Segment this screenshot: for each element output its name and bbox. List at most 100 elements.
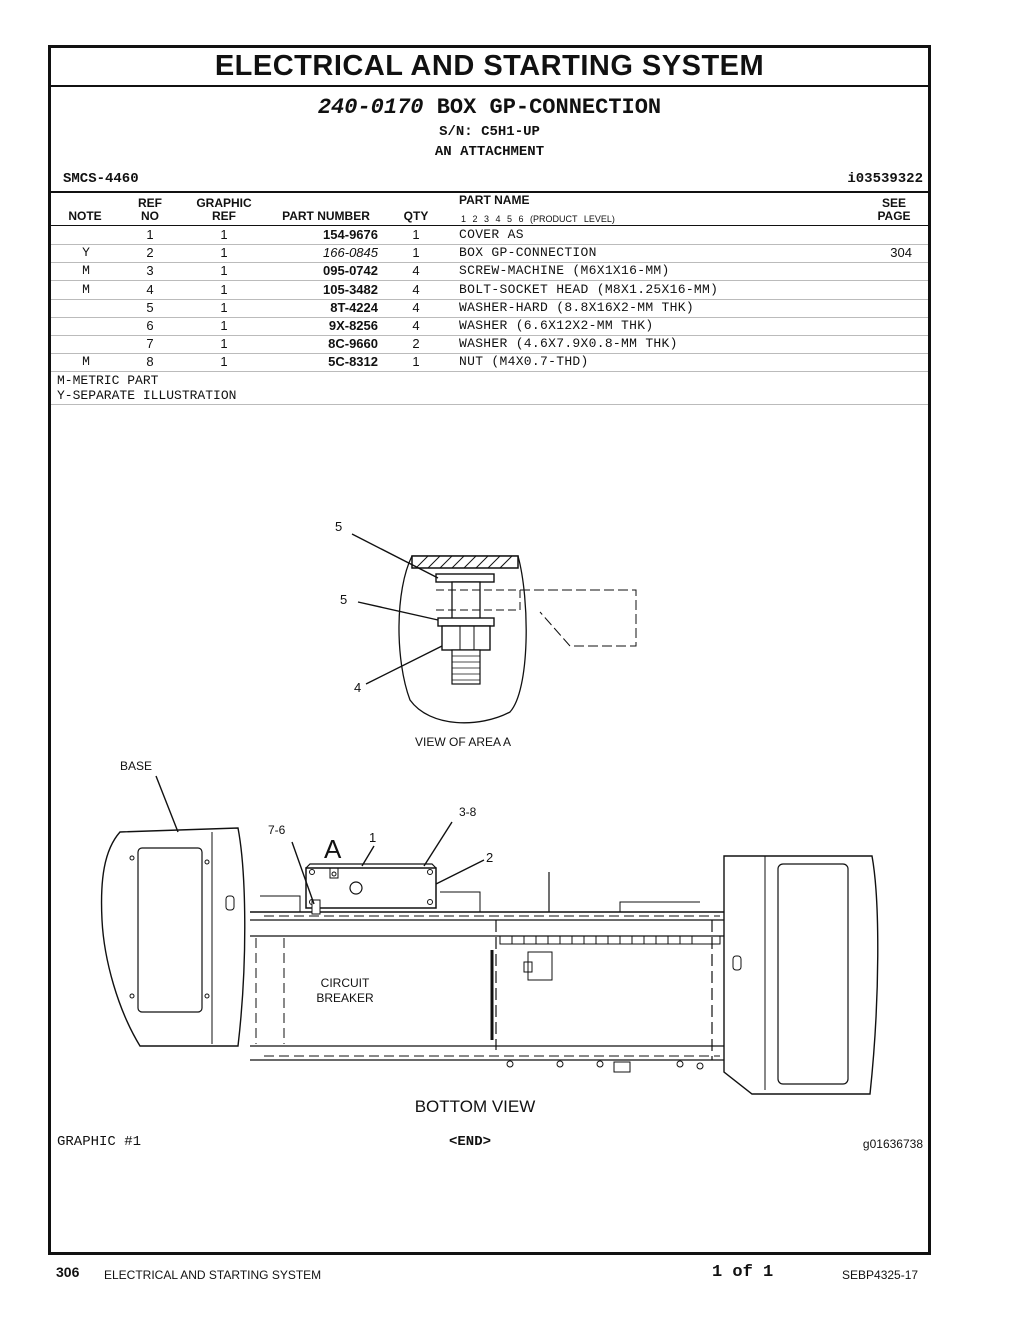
part-graphic-ref: 1 [220,354,228,370]
doc-identifier: i03539322 [847,171,923,187]
part-name: WASHER (6.6X12X2-MM THK) [459,318,654,333]
group-name: BOX GP-CONNECTION [436,95,662,120]
footer-pages: 1 of 1 [712,1263,774,1282]
table-row: 7 1 8C-9660 2 WASHER (4.6X7.9X0.8-MM THK) [51,335,928,355]
table-row: 6 1 9X-8256 4 WASHER (6.6X12X2-MM THK) [51,317,928,336]
view-area-label: VIEW OF AREA A [415,735,511,749]
part-number: 154-9676 [323,227,378,242]
part-name: WASHER (4.6X7.9X0.8-MM THK) [459,336,678,352]
part-qty: 1 [412,227,420,242]
legend-rule [51,404,928,405]
part-ref-no: 4 [146,281,154,297]
part-graphic-ref: 1 [220,281,228,297]
part-name: COVER AS [459,227,524,242]
part-qty: 2 [412,336,420,352]
part-ref-no: 5 [146,299,154,315]
detail-view-area-a: 5 5 4 VIEW OF AREA A [335,519,637,749]
col-see-1: SEE [881,196,906,210]
col-graphic-1: GRAPHIC [196,196,252,210]
col-ref-2: NO [141,209,159,223]
col-ref-1: REF [138,196,162,210]
part-number: 8C-9660 [328,336,378,352]
part-note: M [82,281,90,297]
part-number: 166-0845 [323,245,378,261]
part-qty: 1 [412,245,420,261]
table-row: M 8 1 5C-8312 1 NUT (M4X0.7-THD) [51,353,928,373]
table-row: Y 2 1 166-0845 1 BOX GP-CONNECTION 304 [51,244,928,264]
table-row: 5 1 8T-4224 4 WASHER-HARD (8.8X16X2-MM THK) [51,299,928,318]
part-ref-no: 2 [146,245,154,261]
group-part-number: 240-0170 [317,95,424,120]
serial-number: S/N: C5H1-UP [439,124,540,140]
legend-separate: Y-SEPARATE ILLUSTRATION [57,388,237,403]
part-graphic-ref: 1 [220,318,228,333]
table-row: 1 1 154-9676 1 COVER AS [51,226,928,245]
end-marker: <END> [449,1134,492,1150]
parts-illustration: 5 5 4 VIEW OF AREA A [100,519,879,1116]
footer-doc-number: SEBP4325-17 [842,1268,919,1282]
part-name: BOLT-SOCKET HEAD (M8X1.25X16-MM) [459,281,719,297]
section-title: ELECTRICAL AND STARTING SYSTEM [214,50,765,82]
footer-section: ELECTRICAL AND STARTING SYSTEM [104,1268,322,1282]
callout-7-6: 7-6 [268,823,286,837]
part-note: Y [82,245,90,261]
footer-page-number: 306 [56,1264,80,1280]
base-label: BASE [120,759,152,773]
part-ref-no: 8 [146,354,154,370]
part-graphic-ref: 1 [220,299,228,315]
part-qty: 1 [412,354,420,370]
part-graphic-ref: 1 [220,245,228,261]
part-number: 8T-4224 [330,299,378,315]
part-graphic-ref: 1 [220,336,228,352]
part-qty: 4 [412,263,420,279]
part-ref-no: 7 [146,336,154,352]
col-graphic-2: REF [212,209,236,223]
bottom-view: BASE 7-6 A 1 3-8 2 CIRCUIT BREAKER BOTTO… [100,759,879,1116]
bottom-view-label: BOTTOM VIEW [415,1097,536,1116]
part-number: 095-0742 [323,263,378,279]
callout-1: 1 [369,830,376,845]
attachment-label: AN ATTACHMENT [434,144,545,160]
smcs-code: SMCS-4460 [63,171,139,187]
table-row: M 3 1 095-0742 4 SCREW-MACHINE (M6X1X16-MM) [51,262,928,282]
table-row: M 4 1 105-3482 4 BOLT-SOCKET HEAD (M8X1.25X16… [51,281,928,300]
table-top-rule [51,191,928,193]
part-number: 5C-8312 [328,354,378,370]
callout-5-mid: 5 [340,592,347,607]
legend-metric: M-METRIC PART [57,373,159,388]
section-title-bar: ELECTRICAL AND STARTING SYSTEM [51,48,928,87]
part-ref-no: 3 [146,263,154,279]
part-ref-no: 1 [146,227,154,242]
col-product-level: 1 2 3 4 5 6 (PRODUCT LEVEL) [461,214,615,224]
callout-5-top: 5 [335,519,342,534]
group-heading: 240-0170 BOX GP-CONNECTION [51,95,928,120]
part-number: 105-3482 [323,281,378,297]
part-graphic-ref: 1 [220,263,228,279]
col-part-number: PART NUMBER [282,209,370,223]
callout-4: 4 [354,680,361,695]
part-qty: 4 [412,281,420,297]
part-note: M [82,354,90,370]
part-name: NUT (M4X0.7-THD) [459,354,589,370]
callout-2: 2 [486,850,493,865]
header-bottom-rule [51,225,928,226]
circuit-label-1: CIRCUIT [321,976,370,990]
part-ref-no: 6 [146,318,154,333]
part-graphic-ref: 1 [220,227,228,242]
part-see-page: 304 [890,245,912,261]
part-qty: 4 [412,299,420,315]
part-qty: 4 [412,318,420,333]
col-see-2: PAGE [877,209,911,223]
part-number: 9X-8256 [328,318,378,333]
graphic-number: GRAPHIC #1 [57,1134,142,1150]
col-note: NOTE [68,209,102,223]
part-name: BOX GP-CONNECTION [459,245,597,261]
callout-a: A [324,834,342,864]
part-name: WASHER-HARD (8.8X16X2-MM THK) [459,299,694,315]
part-note: M [82,263,90,279]
page-frame: ELECTRICAL AND STARTING SYSTEM 240-0170 … [48,45,931,1255]
circuit-label-2: BREAKER [316,991,374,1005]
graphic-id: g01636738 [862,1137,923,1151]
callout-3-8: 3-8 [459,805,477,819]
part-name: SCREW-MACHINE (M6X1X16-MM) [459,263,670,279]
